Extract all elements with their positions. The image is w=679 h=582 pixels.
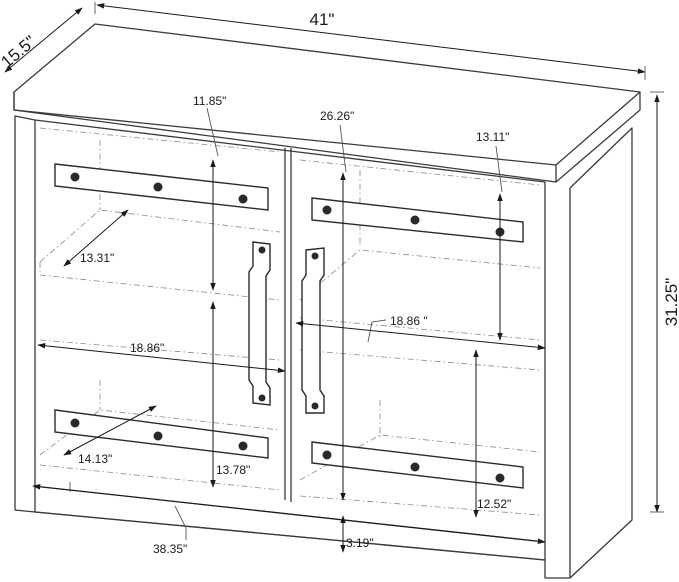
label-shelf-depth-left-lower: 14.13"	[78, 452, 112, 466]
cabinet-body	[13, 23, 641, 579]
dimension-lines	[4, 2, 664, 553]
door-handles	[248, 241, 325, 414]
label-lower-height-right: 12.52"	[477, 497, 511, 511]
handle-left	[248, 241, 271, 406]
label-base-width: 38.35"	[153, 542, 187, 556]
label-inner-height-right: 26.26"	[320, 109, 354, 123]
dimension-labels: 15.5" 41" 31.25" 11.85" 26.26" 13.11" 13…	[0, 10, 679, 556]
label-width: 41"	[310, 10, 335, 29]
handle-right	[301, 247, 325, 414]
label-shelf-depth-left: 13.31"	[80, 251, 114, 265]
label-shelf-gap-right: 13.11"	[476, 130, 509, 144]
label-height: 31.25"	[662, 278, 679, 327]
label-base-clearance: 3.19"	[346, 536, 374, 550]
label-inner-width-right: 18.86 "	[390, 314, 428, 328]
label-inner-shelf-gap-left: 11.85"	[193, 94, 226, 108]
label-depth: 15.5"	[0, 32, 40, 72]
label-lower-height-left: 13.78"	[216, 463, 250, 477]
label-inner-width-left: 18.86"	[130, 341, 164, 355]
